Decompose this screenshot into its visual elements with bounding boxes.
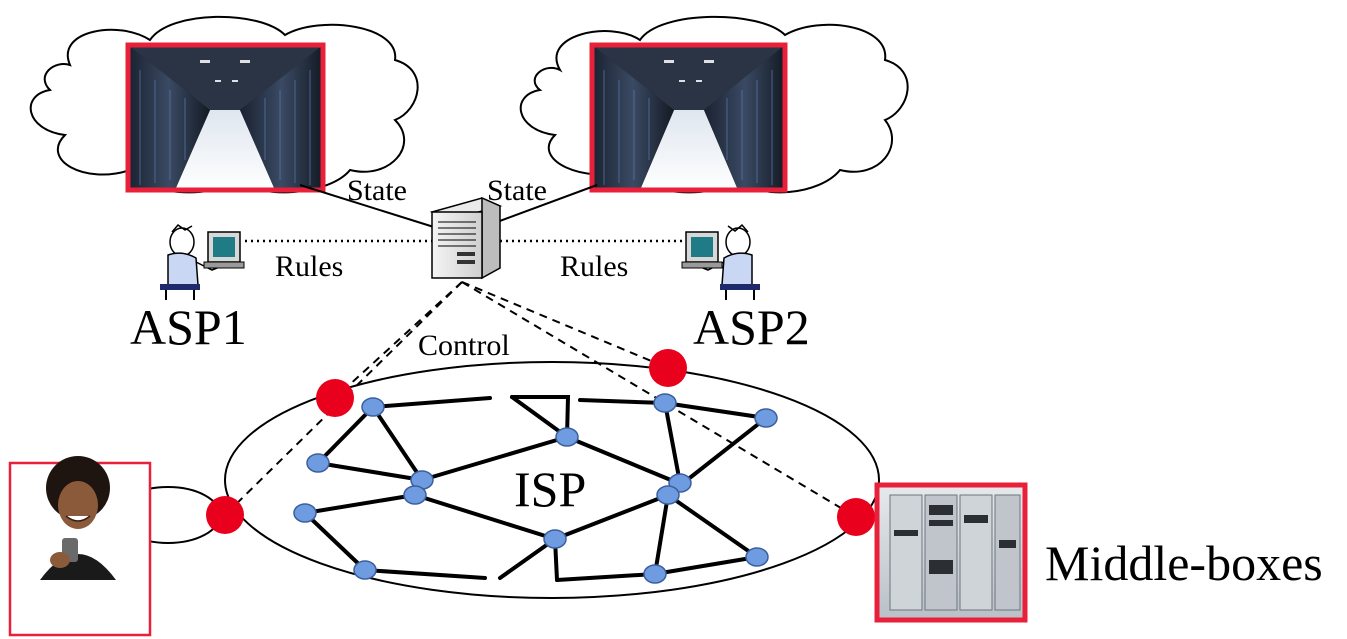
router-node bbox=[653, 393, 677, 413]
control-label: Control bbox=[418, 329, 510, 362]
router-node bbox=[353, 560, 377, 580]
edge-point bbox=[316, 379, 354, 417]
middlebox-frame bbox=[874, 482, 1028, 623]
state-link-left bbox=[299, 184, 438, 229]
asp1-operator-icon bbox=[160, 223, 245, 300]
asp2-label: ASP2 bbox=[693, 299, 810, 355]
asp1-label: ASP1 bbox=[130, 299, 247, 355]
datacenter-right-frame bbox=[589, 42, 788, 193]
router-node bbox=[293, 503, 317, 523]
middleboxes-label: Middle-boxes bbox=[1045, 535, 1323, 591]
state-label-left: State bbox=[347, 174, 407, 207]
router-node bbox=[543, 529, 567, 549]
state-link-right bbox=[496, 184, 598, 223]
server-tower-icon bbox=[429, 196, 503, 280]
isp-boundary bbox=[224, 361, 880, 599]
rules-label-left: Rules bbox=[275, 250, 343, 283]
isp-label: ISP bbox=[514, 461, 586, 517]
rules-label-right: Rules bbox=[560, 250, 628, 283]
state-label-right: State bbox=[487, 174, 547, 207]
router-node bbox=[656, 485, 680, 505]
edge-point bbox=[649, 349, 687, 387]
edge-point bbox=[206, 496, 244, 534]
edge-points bbox=[206, 349, 875, 536]
router-node bbox=[745, 547, 769, 567]
middlebox-rack-photo bbox=[877, 485, 1025, 620]
isp-links bbox=[303, 395, 768, 582]
user-with-phone-photo bbox=[8, 456, 152, 637]
router-node bbox=[403, 485, 427, 505]
router-node bbox=[306, 453, 330, 473]
isp-routers bbox=[293, 393, 778, 584]
datacenter-left-photo bbox=[128, 45, 323, 190]
router-node bbox=[361, 397, 385, 417]
asp2-operator-icon bbox=[681, 223, 760, 300]
router-node bbox=[555, 427, 579, 447]
edge-point bbox=[837, 498, 875, 536]
datacenter-right-photo bbox=[592, 45, 785, 190]
router-node bbox=[643, 564, 667, 584]
router-node bbox=[754, 408, 778, 428]
datacenter-left-frame bbox=[125, 42, 326, 193]
